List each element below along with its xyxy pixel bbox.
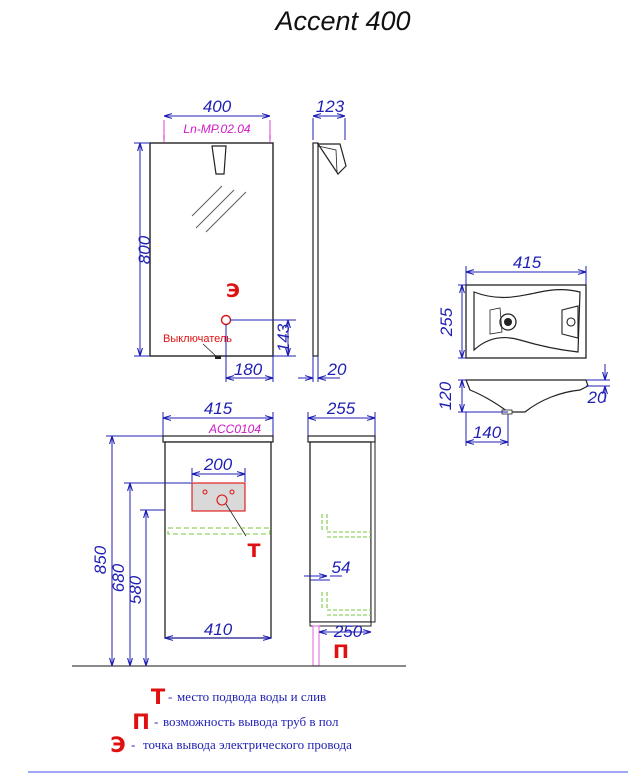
basin-width-label: 415 (513, 253, 542, 272)
leg-depth-label: 250 (333, 622, 363, 641)
mirror-height-label: 800 (135, 235, 154, 264)
svg-text:-: - (131, 737, 135, 752)
mirror-panel-side (312, 142, 319, 357)
countertop (162, 435, 274, 443)
basin-profile (465, 379, 589, 413)
electric-outlet-icon (220, 314, 232, 326)
svg-text:Т: Т (151, 685, 166, 709)
basin-side-view: 120 20 140 (436, 364, 610, 446)
legend-item-water: Т - место подвода воды и слив (151, 685, 326, 709)
basin-outline (465, 284, 587, 359)
mirror-width-label: 400 (203, 97, 232, 116)
outlet-mark: Э (226, 280, 240, 302)
floor-pipe (312, 625, 320, 667)
mirror-gap-label: 20 (327, 360, 347, 379)
mirror-lamp-icon (211, 145, 227, 175)
shelf-gap-label: 54 (332, 558, 351, 577)
legend-item-electric: Э - точка вывода электрического провода (110, 733, 352, 757)
cabinet-width-label: 415 (204, 399, 233, 418)
basin-rim-label: 20 (587, 388, 607, 407)
mirror-depth-label: 123 (316, 97, 345, 116)
svg-text:место подвода воды и слив: место подвода воды и слив (177, 689, 326, 704)
cabinet-depth-label: 255 (326, 399, 356, 418)
mirror-model-label: Ln-MP.02.04 (183, 122, 250, 136)
svg-text:-: - (168, 689, 172, 704)
svg-text:Э: Э (110, 733, 125, 757)
cabinet-side-view: 255 54 П 250 (304, 399, 376, 667)
basin-top-view: 415 255 (437, 253, 587, 359)
basin-bowl (473, 289, 581, 353)
outlet-offset-label: 180 (234, 360, 263, 379)
basin-height-label: 120 (436, 381, 455, 410)
svg-text:П: П (132, 710, 150, 734)
legend-item-floor: П - возможность вывода труб в пол (132, 710, 339, 734)
height-680-label: 680 (109, 563, 128, 592)
svg-text:возможность вывода труб в пол: возможность вывода труб в пол (163, 714, 339, 729)
mirror-front-view: 400 Ln-MP.02.04 800 Э 143 Выключатель 18… (134, 97, 296, 382)
mirror-lamp-side-icon (316, 143, 347, 175)
cabinet-model-label: ACC0104 (208, 422, 261, 436)
mirror-glare-icon (191, 185, 223, 217)
basin-drain-icon (499, 313, 517, 331)
switch-label: Выключатель (163, 333, 232, 345)
basin-depth-label: 255 (437, 307, 456, 337)
shelf-dashed (167, 527, 271, 535)
svg-text:-: - (154, 714, 158, 729)
page-title: Accent 400 (273, 6, 410, 36)
opening-width-label: 200 (203, 455, 233, 474)
floor-mark: П (333, 641, 349, 663)
water-mark: Т (248, 540, 261, 562)
drain-pipe-icon (216, 494, 228, 506)
outlet-height-label: 143 (274, 323, 293, 352)
countertop-side (307, 435, 376, 443)
switch-icon (215, 356, 221, 359)
height-850-label: 850 (91, 545, 110, 574)
legend: Т - место подвода воды и слив П - возмож… (110, 685, 352, 757)
faucet-hole-icon (566, 317, 576, 327)
height-580-label: 580 (126, 575, 145, 604)
inner-width-label: 410 (204, 620, 233, 639)
mirror-side-view: 123 20 (298, 97, 347, 382)
drain-offset-label: 140 (473, 423, 502, 442)
cabinet-front-view: 415 ACC0104 200 Т 850 680 580 410 (91, 399, 274, 666)
mirror-outline (149, 142, 274, 357)
svg-text:точка вывода электрического пр: точка вывода электрического провода (143, 737, 352, 752)
